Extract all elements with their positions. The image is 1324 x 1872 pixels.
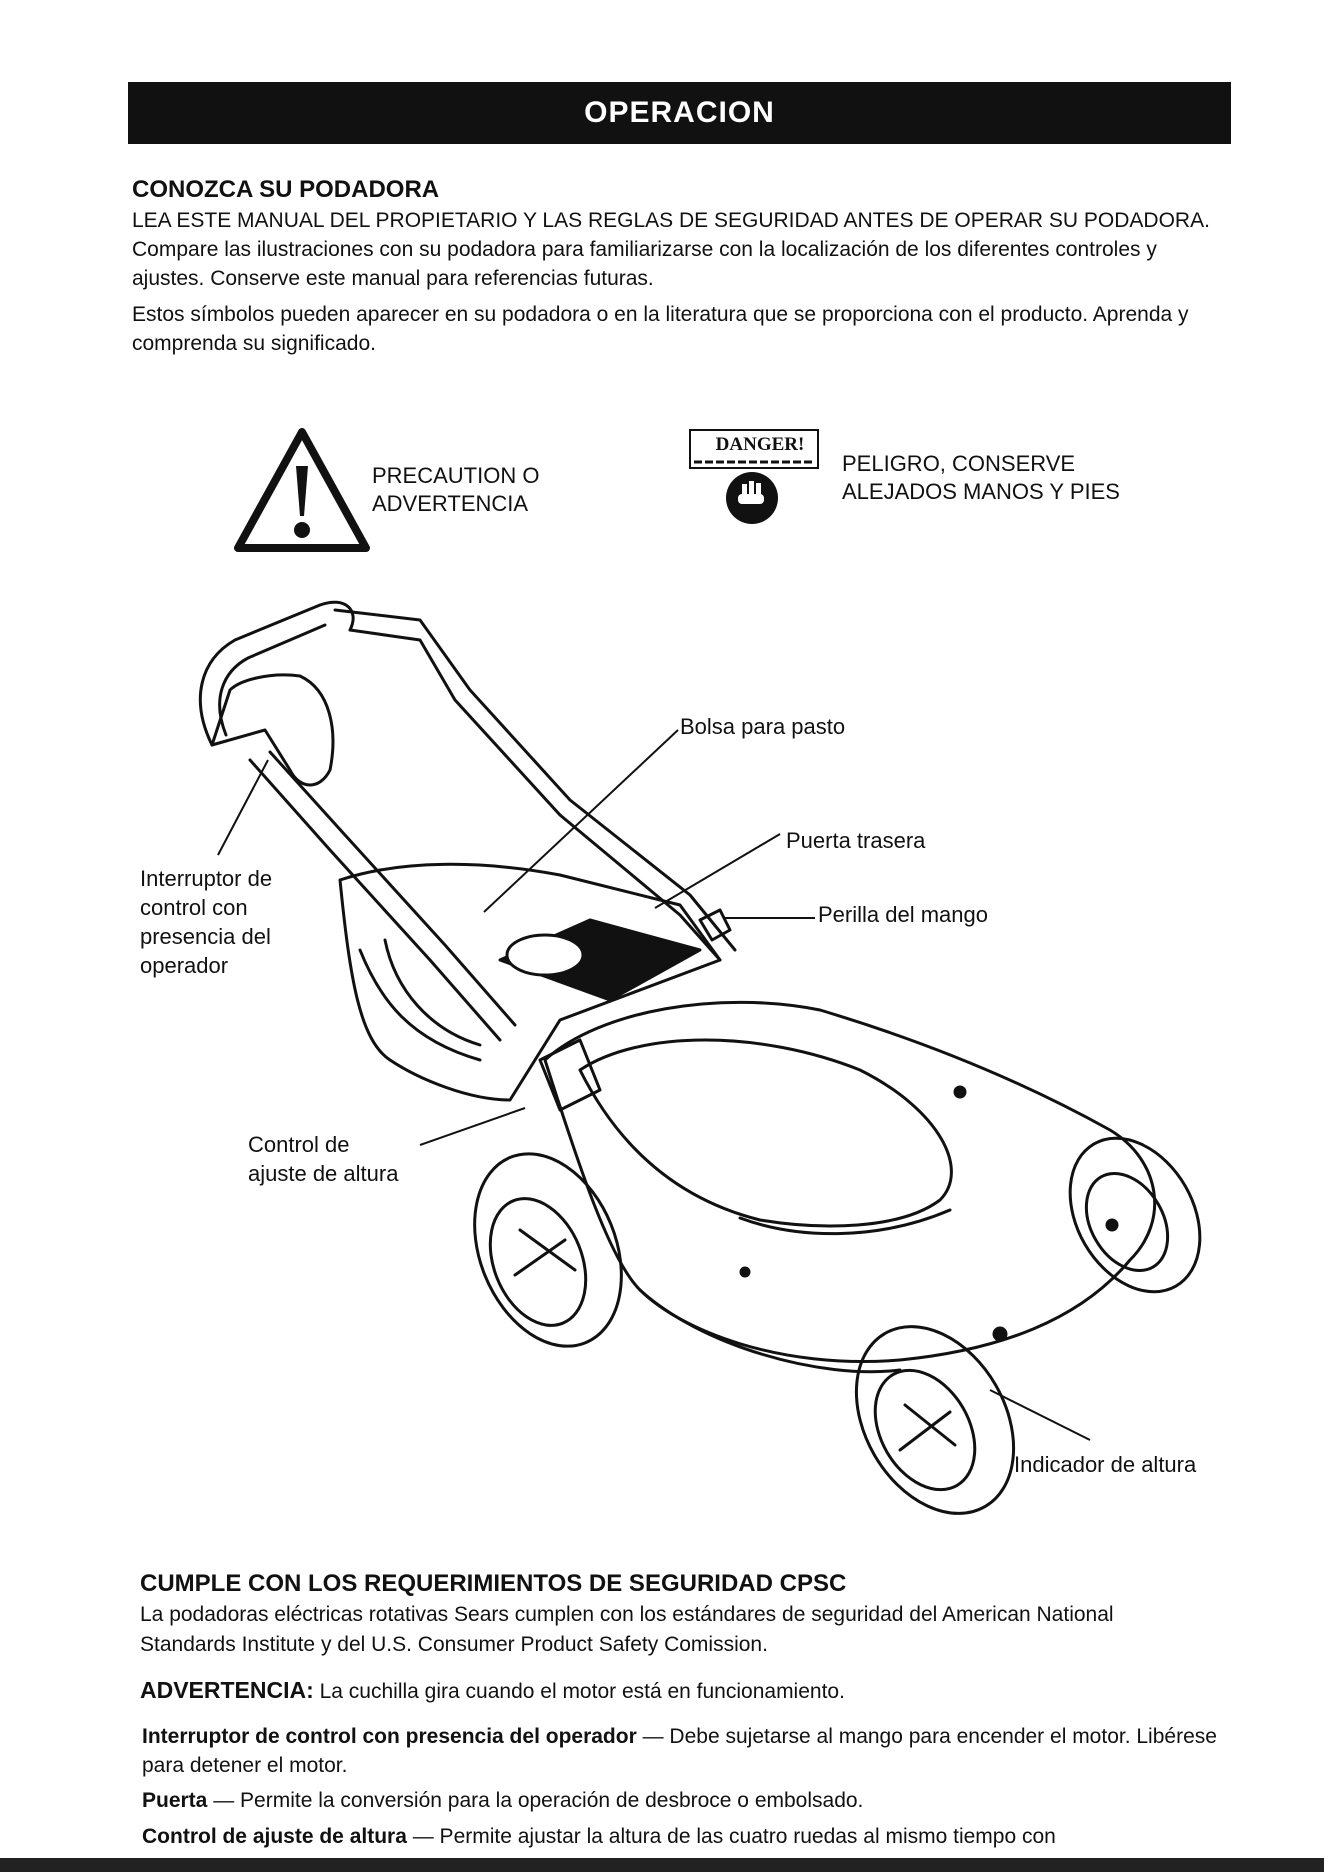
lawn-mower-illustration — [198, 600, 1202, 1515]
danger-hand-icon — [689, 429, 819, 524]
callout-lines — [217, 729, 1091, 1441]
warning-paragraph: ADVERTENCIA: La cuchilla gira cuando el … — [140, 1677, 845, 1703]
switch-paragraph: Interruptor de control con presencia del… — [142, 1725, 1217, 1777]
callout-handle-knob: Perilla del mango — [818, 902, 988, 927]
callout-height-indicator: Indicador de altura — [1014, 1452, 1197, 1477]
intro-paragraph: LEA ESTE MANUAL DEL PROPIETARIO Y LAS RE… — [132, 209, 1210, 290]
section-title-cpsc: CUMPLE CON LOS REQUERIMIENTOS DE SEGURID… — [140, 1570, 847, 1597]
door-paragraph: Puerta — Permite la conversión para la o… — [142, 1789, 864, 1812]
danger-badge-text: DANGER! — [715, 434, 805, 455]
page-bottom-edge — [0, 1858, 1324, 1872]
danger-symbol-label: PELIGRO, CONSERVE ALEJADOS MANOS Y PIES — [842, 451, 1120, 504]
cpsc-paragraph: La podadoras eléctricas rotativas Sears … — [140, 1603, 1114, 1656]
symbols-paragraph: Estos símbolos pueden aparecer en su pod… — [132, 303, 1189, 355]
section-header-title: OPERACION — [584, 96, 775, 129]
height-control-paragraph: Control de ajuste de altura — Permite aj… — [142, 1825, 1056, 1848]
callout-operator-switch: Interruptor de control con presencia del… — [140, 866, 273, 978]
callout-rear-door: Puerta trasera — [786, 828, 926, 853]
warning-symbol-label: PRECAUTION O ADVERTENCIA — [372, 463, 540, 516]
callout-height-control: Control de ajuste de altura — [248, 1132, 399, 1186]
section-header-bar: OPERACION — [128, 82, 1231, 144]
section-title-know-your-mower: CONOZCA SU PODADORA — [132, 176, 440, 203]
warning-triangle-icon — [234, 428, 370, 552]
callout-grass-bag: Bolsa para pasto — [680, 714, 846, 739]
